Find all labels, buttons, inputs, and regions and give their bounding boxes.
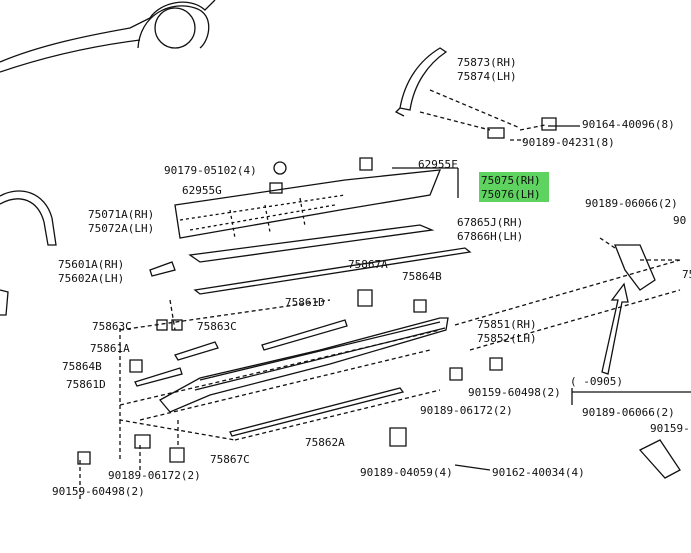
- highlight-75075: [479, 172, 549, 202]
- mudguard-piece-icon: [149, 261, 176, 277]
- car-wheel: [154, 7, 196, 49]
- clip-75864b-top-icon: [413, 299, 427, 313]
- clip-90189-04059-icon: [389, 427, 407, 447]
- label-90159-60498-bottom: 90159-60498(2): [52, 485, 145, 498]
- label-90159-60498-mid: 90159-60498(2): [468, 386, 561, 399]
- label-90189-06066-top: 90189-06066(2): [585, 197, 678, 210]
- label-75867c: 75867C: [210, 453, 250, 466]
- strip-75861d-lower-icon: [134, 367, 183, 387]
- rocker-garnish-molding-icon: [188, 224, 435, 263]
- label-75076: 75076(LH): [481, 188, 541, 201]
- clip-75867c-icon: [169, 447, 185, 463]
- clip-62955f-icon: [359, 157, 373, 171]
- label-90189-06172-bottom: 90189-06172(2): [108, 469, 201, 482]
- nut-icon: [273, 161, 287, 175]
- clip-icon: [487, 127, 505, 139]
- label-90164: 90164-40096(8): [582, 118, 675, 131]
- label-75852: 75852(LH): [477, 332, 537, 345]
- strip-75861a-icon: [174, 341, 219, 361]
- label-0905: ( -0905): [570, 375, 623, 388]
- label-75861d-top: 75861D: [285, 296, 325, 309]
- label-75861a: 75861A: [90, 342, 130, 355]
- label-75863c-left: 75863C: [92, 320, 132, 333]
- strip-75861d-icon: [261, 319, 348, 351]
- screw-90189-icon: [489, 357, 503, 371]
- label-75874: 75874(LH): [457, 70, 517, 83]
- label-62955g: 62955G: [182, 184, 222, 197]
- rocker-panel-main-icon: [158, 317, 449, 413]
- label-67866h: 67866H(LH): [457, 230, 523, 243]
- rocker-garnish-upper-icon: [174, 169, 442, 239]
- screw-90162-icon: [454, 464, 491, 471]
- label-75867a: 75867A: [348, 258, 388, 271]
- front-fender-liner-icon: [0, 190, 57, 246]
- arrow-up-icon: [601, 282, 629, 375]
- label-75862a: 75862A: [305, 436, 345, 449]
- rocker-strip-icon: [193, 247, 472, 295]
- label-75072a: 75072A(LH): [88, 222, 154, 235]
- label-90159-right: 90159-: [650, 422, 690, 435]
- bracket-right-icon: [614, 244, 656, 291]
- label-75602a: 75602A(LH): [58, 272, 124, 285]
- wheel-arch-molding-icon: [399, 47, 448, 111]
- screw-bottom-left-icon: [77, 451, 91, 465]
- label-75075: 75075(RH): [481, 174, 541, 187]
- clip-75867a-icon: [357, 289, 373, 307]
- screw-90159-icon: [449, 367, 463, 381]
- label-75-right: 75: [682, 268, 691, 281]
- label-90189-06172-mid: 90189-06172(2): [420, 404, 513, 417]
- car-body-outline: [0, 0, 216, 63]
- diagram-drawing: [0, 0, 691, 500]
- car-wheel-arch: [137, 5, 210, 49]
- clip-75864b-icon: [129, 359, 143, 373]
- car-rocker-line: [0, 39, 141, 73]
- label-75873: 75873(RH): [457, 56, 517, 69]
- label-90189-06066-bottom: 90189-06066(2): [582, 406, 675, 419]
- label-90189-04231: 90189-04231(8): [522, 136, 615, 149]
- label-90-top-right: 90: [673, 214, 686, 227]
- screw-icon: [541, 117, 580, 131]
- bracket-lower-right-icon: [638, 439, 681, 479]
- label-75864b-left: 75864B: [62, 360, 102, 373]
- label-75071a: 75071A(RH): [88, 208, 154, 221]
- label-67865j: 67865J(RH): [457, 216, 523, 229]
- label-75864b-top: 75864B: [402, 270, 442, 283]
- label-75851: 75851(RH): [477, 318, 537, 331]
- label-90189-04059: 90189-04059(4): [360, 466, 453, 479]
- clip-bottom-left-icon: [134, 434, 151, 449]
- label-75863c-right: 75863C: [197, 320, 237, 333]
- rocker-lower-strip-icon: [229, 387, 405, 437]
- label-90179: 90179-05102(4): [164, 164, 257, 177]
- label-75861d-left: 75861D: [66, 378, 106, 391]
- clip-75863c-icon: [156, 319, 168, 331]
- label-62955f: 62955F: [418, 158, 458, 171]
- clip-75863c-right-icon: [171, 319, 183, 331]
- clip-62955g-icon: [269, 182, 283, 194]
- label-90162: 90162-40034(4): [492, 466, 585, 479]
- label-75601a: 75601A(RH): [58, 258, 124, 271]
